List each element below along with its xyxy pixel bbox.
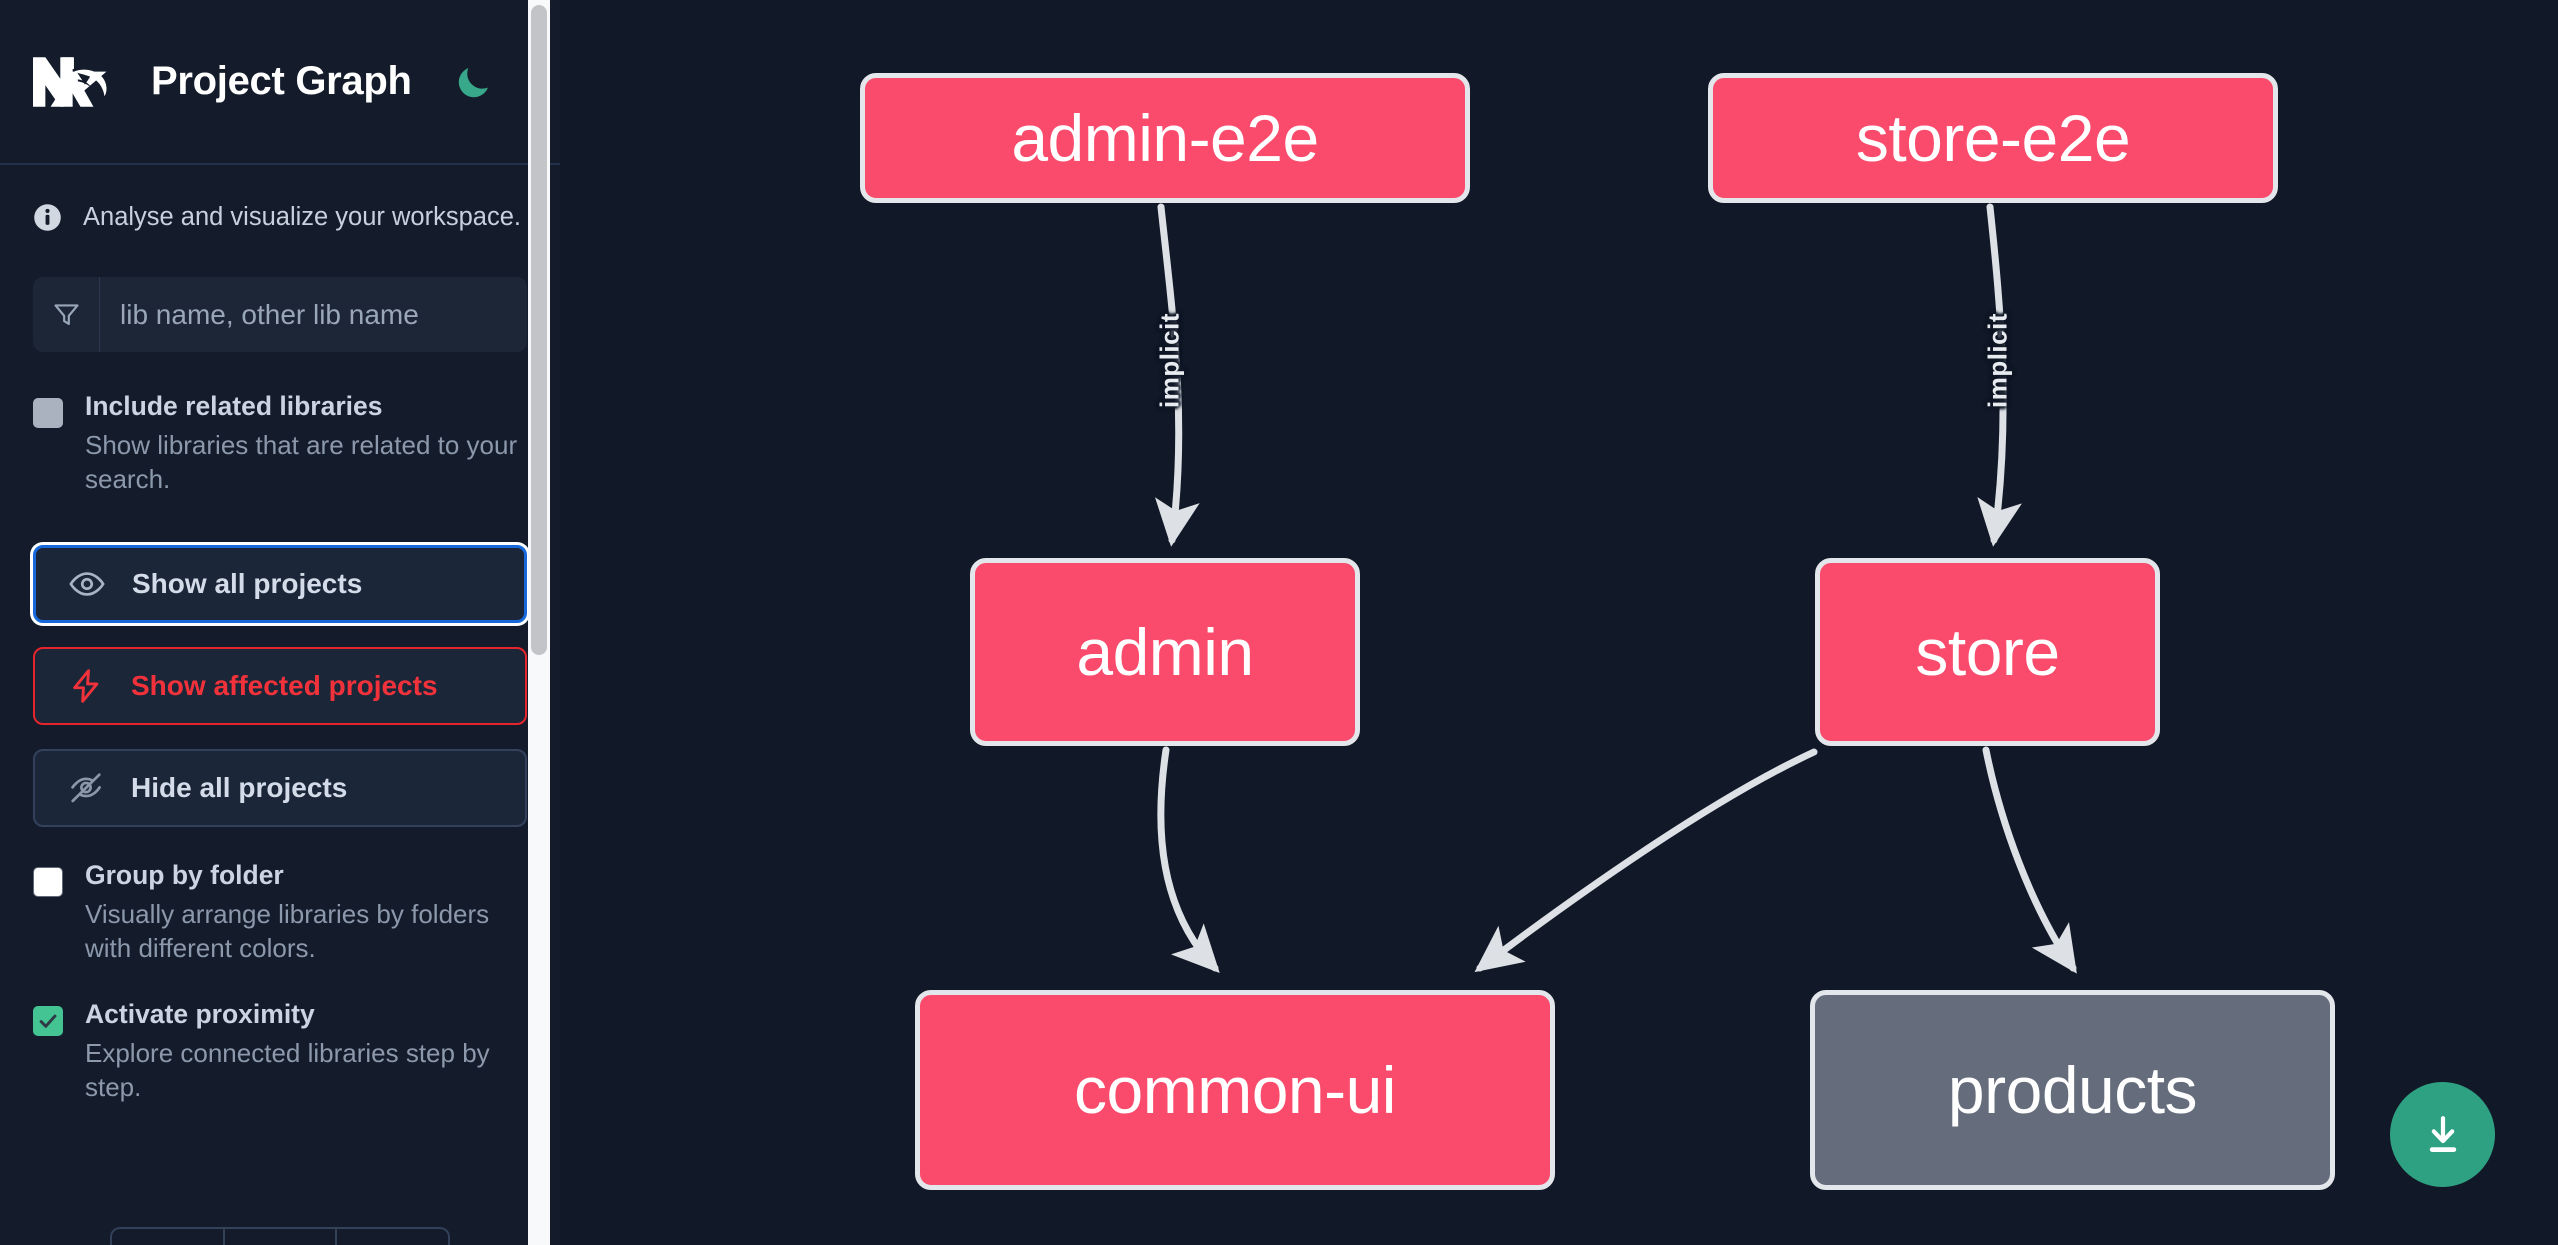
checkbox-activate-proximity[interactable]: [33, 1005, 63, 1036]
search-input[interactable]: [100, 277, 527, 352]
graph-node-admin-e2e[interactable]: admin-e2e: [860, 73, 1470, 203]
edge-admin-to-common-ui: [1157, 746, 1220, 973]
sidebar-header: Project Graph: [0, 0, 560, 165]
node-label: store: [1915, 615, 2060, 689]
option-label: Include related libraries: [85, 391, 383, 421]
edge-store-to-common-ui: [1474, 748, 1818, 973]
graph-node-store-e2e[interactable]: store-e2e: [1708, 73, 2278, 203]
workspace-info: Analyse and visualize your workspace.: [33, 165, 527, 232]
option-activate-proximity[interactable]: Activate proximity Explore connected lib…: [33, 998, 527, 1105]
moon-icon[interactable]: [452, 61, 494, 103]
segment-1[interactable]: [112, 1229, 225, 1245]
lightning-bolt-icon: [67, 667, 105, 705]
node-label: admin: [1076, 615, 1254, 689]
workspace-info-text: Analyse and visualize your workspace.: [83, 203, 521, 231]
option-group-by-folder[interactable]: Group by folder Visually arrange librari…: [33, 859, 527, 966]
hide-all-projects-label: Hide all projects: [131, 771, 348, 803]
segment-3[interactable]: [337, 1229, 448, 1245]
option-description: Visually arrange libraries by folders wi…: [85, 898, 490, 964]
graph-node-products[interactable]: products: [1810, 990, 2335, 1190]
download-graph-button[interactable]: [2390, 1082, 2495, 1187]
show-all-projects-label: Show all projects: [132, 567, 363, 599]
edge-store-e2e-to-store: [1977, 203, 2022, 547]
sidebar-body: Analyse and visualize your workspace. In…: [0, 165, 560, 1105]
show-all-projects-button[interactable]: Show all projects: [33, 544, 527, 623]
eye-icon: [68, 565, 106, 603]
node-label: products: [1947, 1053, 2198, 1127]
segment-2[interactable]: [225, 1229, 338, 1245]
download-icon: [2429, 1115, 2456, 1152]
eye-off-icon: [67, 769, 105, 807]
graph-node-admin[interactable]: admin: [970, 558, 1360, 746]
graph-node-store[interactable]: store: [1815, 558, 2160, 746]
node-label: common-ui: [1074, 1053, 1396, 1127]
edge-admin-e2e-to-admin: [1154, 203, 1200, 547]
edge-label-admin-e2e-admin: implicit: [1154, 313, 1185, 409]
show-affected-projects-label: Show affected projects: [131, 669, 438, 701]
sidebar: Project Graph Analyse and visualize your…: [0, 0, 560, 1245]
sidebar-scrollbar-thumb[interactable]: [531, 5, 547, 655]
checkbox-group-by-folder[interactable]: [33, 866, 63, 897]
graph-canvas[interactable]: admin-e2e store-e2e admin store common-u…: [560, 0, 2558, 1245]
segmented-control[interactable]: [110, 1227, 450, 1245]
node-label: store-e2e: [1855, 101, 2131, 175]
hide-all-projects-button[interactable]: Hide all projects: [33, 748, 527, 827]
option-description: Show libraries that are related to your …: [85, 429, 518, 495]
node-label: admin-e2e: [1011, 101, 1319, 175]
show-affected-projects-button[interactable]: Show affected projects: [33, 646, 527, 725]
search-field[interactable]: [33, 277, 527, 352]
filter-funnel-icon: [33, 277, 100, 352]
option-description: Explore connected libraries step by step…: [85, 1037, 490, 1103]
graph-node-common-ui[interactable]: common-ui: [915, 990, 1555, 1190]
checkbox-include-related-libraries[interactable]: [33, 398, 63, 428]
option-include-related-libraries[interactable]: Include related libraries Show libraries…: [33, 391, 527, 497]
project-visibility-buttons: Show all projects Show affected projects: [33, 544, 527, 827]
info-icon: [33, 203, 62, 232]
edge-label-store-e2e-store: implicit: [1982, 313, 2013, 409]
option-label: Activate proximity: [85, 998, 315, 1029]
nx-logo: [33, 52, 111, 112]
edge-store-to-products: [1982, 746, 2077, 974]
graph-edges: [1154, 203, 2077, 974]
option-label: Group by folder: [85, 859, 284, 890]
page-title: Project Graph: [151, 59, 412, 103]
